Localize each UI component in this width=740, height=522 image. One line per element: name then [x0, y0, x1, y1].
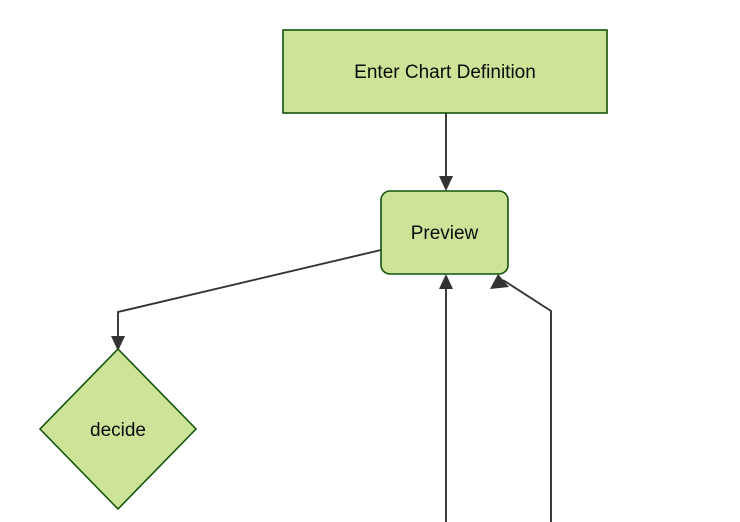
node-enter-chart-definition-shape[interactable] [282, 29, 608, 114]
edge-bottom-center-to-preview-arrowhead [439, 274, 453, 289]
node-enter-chart-definition[interactable]: Enter Chart Definition [282, 29, 608, 114]
edge-preview-to-decide-line [117, 249, 382, 343]
edge-bottom-right-to-preview [490, 274, 552, 522]
node-decide[interactable]: decide [38, 347, 198, 511]
edge-bottom-right-to-preview-line [502, 279, 552, 522]
edge-enter-to-preview [439, 113, 453, 191]
edge-preview-to-decide-arrowhead [111, 336, 125, 351]
edge-preview-to-decide [111, 249, 382, 351]
node-preview-shape[interactable] [380, 190, 509, 275]
edge-enter-to-preview-arrowhead [439, 176, 453, 191]
node-preview[interactable]: Preview [380, 190, 509, 275]
node-layer: Enter Chart Definition Preview decide [38, 29, 608, 511]
edge-layer [111, 113, 552, 522]
node-decide-shape[interactable] [38, 347, 198, 511]
edge-bottom-right-to-preview-arrowhead [490, 274, 509, 289]
edge-bottom-center-to-preview [439, 274, 453, 522]
